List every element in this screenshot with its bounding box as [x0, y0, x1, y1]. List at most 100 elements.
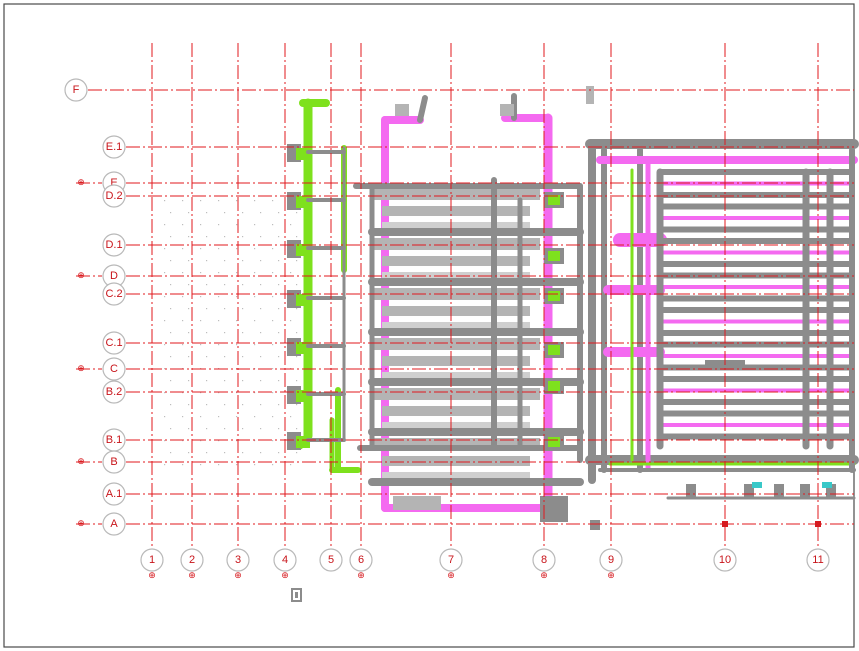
- column-bubble-6: 6⊕: [349, 548, 373, 581]
- column-bubble-label: 6: [358, 554, 364, 566]
- section-marker-icon: ⊕: [234, 571, 242, 581]
- column-bubble-circle: [532, 548, 556, 572]
- ceiling-dot: [218, 464, 220, 466]
- plant-foot-0: [686, 484, 696, 498]
- ceiling-dot: [188, 452, 190, 454]
- ceiling-dot: [164, 224, 166, 226]
- ceiling-dot: [224, 236, 226, 238]
- ceiling-dot: [278, 452, 280, 454]
- ceiling-dot: [278, 212, 280, 214]
- ahu-row-mid-4: [382, 406, 530, 416]
- ceiling-dot: [164, 200, 166, 202]
- ceiling-dot: [296, 428, 298, 430]
- ahu-row-top-0: [372, 188, 540, 200]
- column-bubble-11: 11: [806, 548, 830, 572]
- column-bubble-circle: [319, 548, 343, 572]
- column-bubble-label: 2: [189, 554, 195, 566]
- ahu-row-low-5: [382, 472, 530, 480]
- ceiling-dot: [242, 284, 244, 286]
- ceiling-dot: [182, 248, 184, 250]
- col8-coil-3: [548, 345, 560, 355]
- column-bubble-8: 8⊕: [532, 548, 556, 581]
- column-bubble-2: 2⊕: [180, 548, 204, 581]
- ceiling-dot: [254, 392, 256, 394]
- ceiling-dot: [200, 416, 202, 418]
- ceiling-dot: [188, 260, 190, 262]
- col8-base-unit: [540, 496, 568, 522]
- ceiling-dot: [290, 416, 292, 418]
- green-coil-6: [296, 436, 310, 448]
- ceiling-dot: [224, 260, 226, 262]
- ceiling-dot: [170, 452, 172, 454]
- ceiling-dot: [200, 224, 202, 226]
- section-marker-icon: ⊕: [77, 457, 85, 467]
- ceiling-dot: [170, 212, 172, 214]
- row-bubble-label: C.1: [105, 337, 122, 349]
- ceiling-dot: [170, 404, 172, 406]
- col8-coil-4: [548, 381, 560, 391]
- ceiling-dot: [254, 296, 256, 298]
- ceiling-dot: [200, 200, 202, 202]
- column-bubble-4: 4⊕: [273, 548, 297, 581]
- ceiling-dot: [290, 224, 292, 226]
- ceiling-dot: [164, 296, 166, 298]
- ceiling-dot: [218, 320, 220, 322]
- column-bubble-1: 1⊕: [140, 548, 164, 581]
- column-bubble-label: 7: [448, 554, 454, 566]
- col8-coil-5: [548, 437, 560, 447]
- row-bubble-label: C.2: [105, 288, 122, 300]
- ceiling-dot: [200, 320, 202, 322]
- ceiling-dot: [206, 308, 208, 310]
- ceiling-dot: [242, 332, 244, 334]
- ahu-row-mid-0: [382, 206, 530, 216]
- ceiling-dot: [188, 332, 190, 334]
- column-bubble-5: 5: [319, 548, 343, 572]
- gridlines: [76, 43, 854, 548]
- ceiling-dot: [224, 356, 226, 358]
- row-bubble-circle: [102, 135, 126, 159]
- ceiling-dot: [206, 332, 208, 334]
- green-coil-2: [296, 244, 310, 256]
- row-bubble-label: C: [110, 363, 118, 375]
- ceiling-dot: [224, 404, 226, 406]
- column-bubble-circle: [140, 548, 164, 572]
- ceiling-dot: [272, 248, 274, 250]
- ceiling-dot: [236, 320, 238, 322]
- row-bubble-circle: [102, 357, 126, 381]
- plant-valve-2: [822, 482, 832, 488]
- ceiling-dot: [224, 212, 226, 214]
- column-bubble-3: 3⊕: [226, 548, 250, 581]
- ceiling-dot: [182, 344, 184, 346]
- ceiling-dot: [164, 416, 166, 418]
- row-bubble-circle: [102, 233, 126, 257]
- row-bubble-label: A: [110, 518, 118, 530]
- ceiling-dot: [254, 440, 256, 442]
- ceiling-dot: [278, 404, 280, 406]
- ceiling-dot: [182, 200, 184, 202]
- plant-foot-4: [826, 484, 836, 498]
- ceiling-dot: [296, 284, 298, 286]
- ceiling-dot: [254, 272, 256, 274]
- section-marker-icon: ⊕: [281, 571, 289, 581]
- column-bubble-circle: [713, 548, 737, 572]
- ceiling-dot: [242, 260, 244, 262]
- column-bubble-circle: [226, 548, 250, 572]
- ceiling-dot: [206, 212, 208, 214]
- ceiling-dot: [236, 200, 238, 202]
- ceiling-dot: [164, 464, 166, 466]
- ahu-row-low-0: [382, 222, 530, 230]
- ceiling-dot: [164, 368, 166, 370]
- row-bubble-D.2: D.2: [102, 184, 126, 208]
- ceiling-dot: [278, 428, 280, 430]
- row-bubble-B: B⊕: [77, 450, 126, 474]
- row-bubble-label: B.1: [106, 434, 123, 446]
- ceiling-dot: [182, 224, 184, 226]
- ceiling-dot: [254, 224, 256, 226]
- ceiling-dot: [206, 452, 208, 454]
- ceiling-dot: [170, 308, 172, 310]
- ceiling-dot: [200, 464, 202, 466]
- col8-coil-2: [548, 291, 560, 301]
- ceiling-dot: [236, 224, 238, 226]
